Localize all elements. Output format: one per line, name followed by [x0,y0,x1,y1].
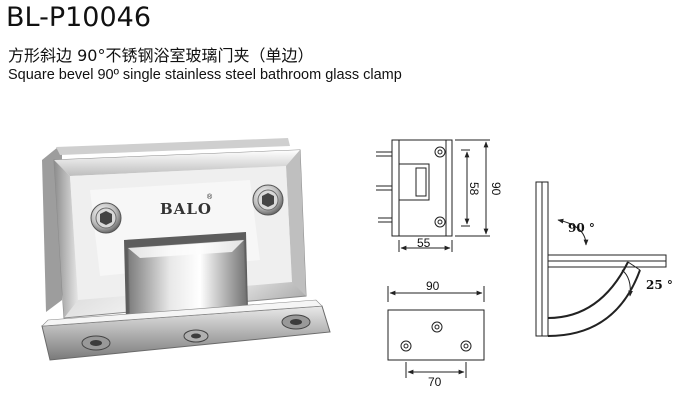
base-hole-right-icon [281,314,311,330]
dimension-top-width-outer: 90 [426,279,440,293]
dimension-top-width-inner: 70 [428,375,442,389]
trademark-mark: ® [207,193,213,201]
screw-left-icon [90,202,122,234]
screw-right-icon [252,184,284,216]
model-number: BL-P10046 [6,2,152,33]
dimension-inner-height: 58 [467,182,481,196]
side-view-drawing [376,139,490,252]
base-hole-center-icon [183,329,209,343]
clamp-bevel-left [54,160,78,318]
base-hole-left-icon [81,335,111,351]
top-view-drawing [387,286,485,378]
dimension-width: 55 [417,236,431,250]
brand-logo: BALO [160,200,212,218]
glass-clamp-photo: BALO ® [41,138,331,361]
clamp-bevel-top [54,150,300,176]
angle-label-main: 90 ° [568,221,595,235]
product-title-english: Square bevel 90º single stainless steel … [8,67,402,83]
angle-view-drawing [535,181,667,337]
angle-label-extra: 25 ° [646,278,673,292]
product-title-chinese: 方形斜边 90°不锈钢浴室玻璃门夹（单边） [8,46,314,65]
clamp-back-plate-edge [56,138,290,155]
dimension-outer-height: 90 [489,182,503,196]
clamp-bevel-right [286,150,306,296]
